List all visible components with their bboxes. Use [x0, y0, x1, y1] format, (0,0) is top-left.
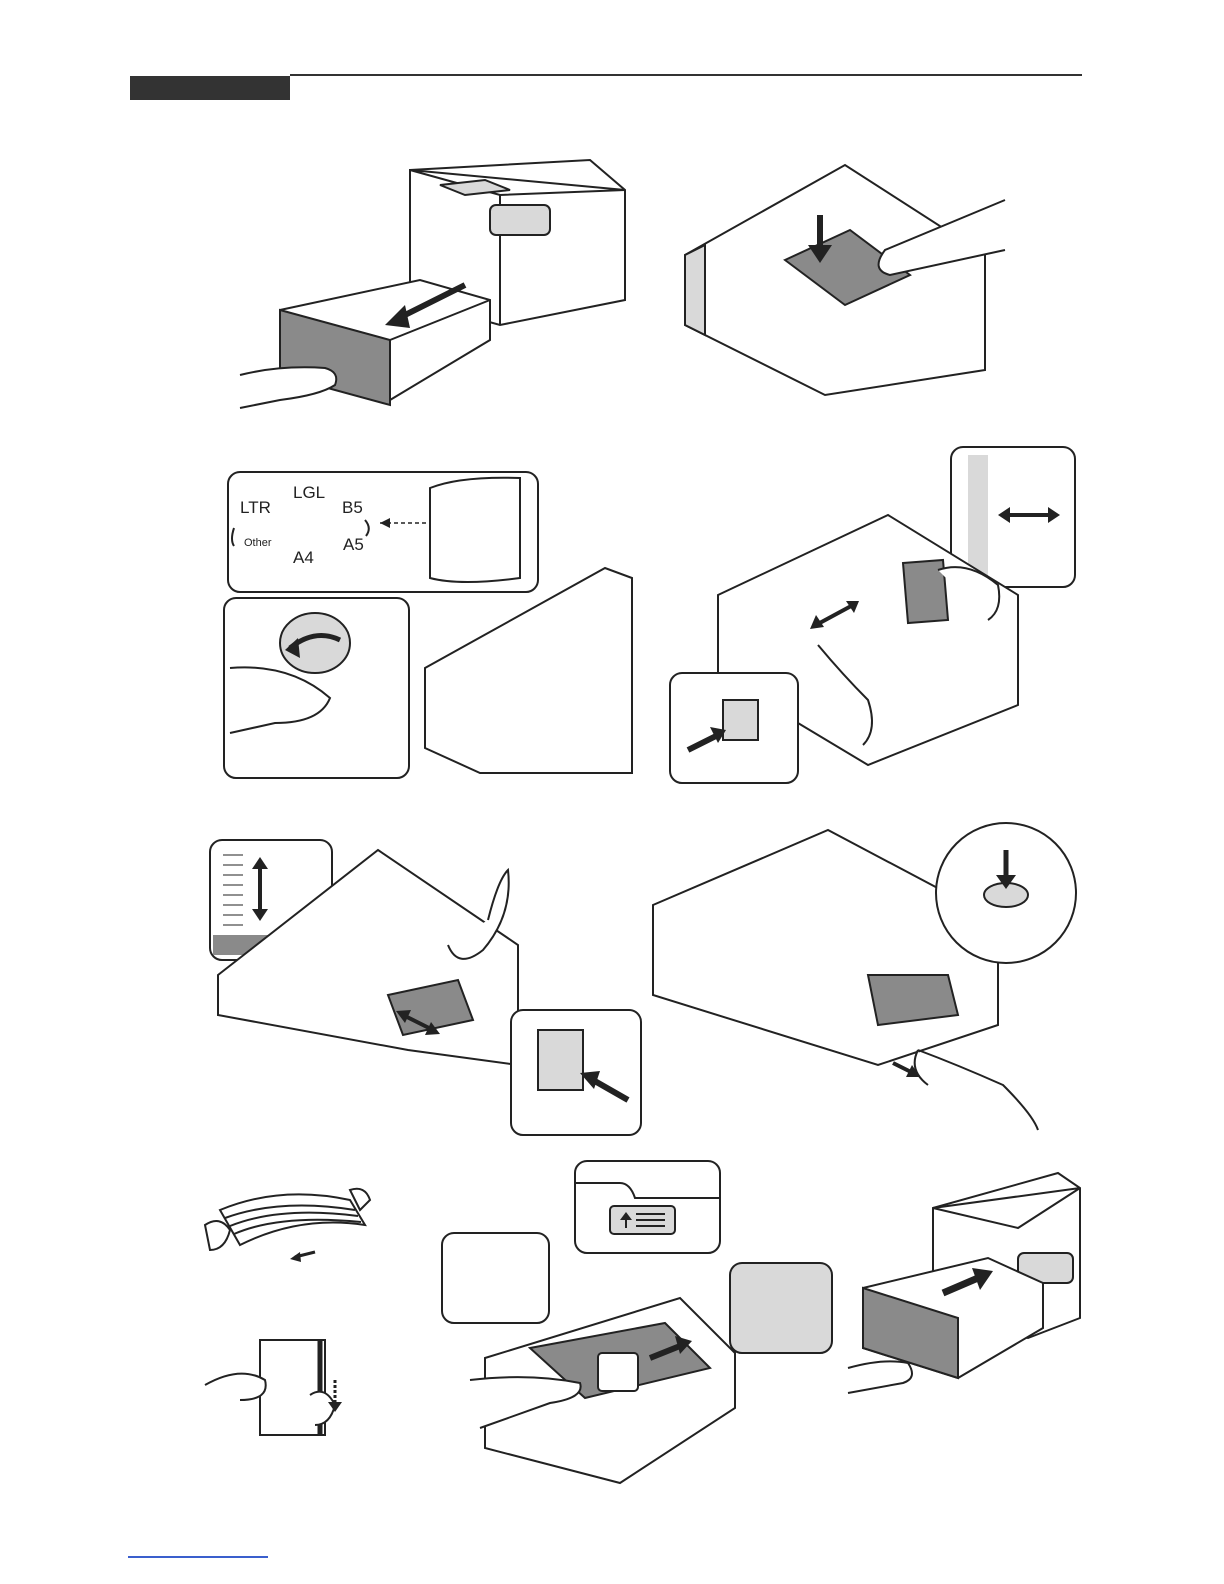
left-arrow-icon	[290, 1252, 315, 1262]
cassette-body	[425, 568, 632, 773]
dial-label-a5: A5	[343, 535, 364, 554]
control-panel	[490, 205, 550, 235]
illustration-size-dial: LTR LGL B5 Other A4 A5	[220, 468, 640, 783]
illustration-insert-cassette	[848, 1168, 1080, 1438]
paper-cassette	[863, 1258, 1043, 1378]
dial-knob	[280, 613, 350, 673]
dial-label-ltr: LTR	[240, 498, 271, 517]
illustration-pull-cassette	[240, 150, 640, 420]
dial-label-b5: B5	[342, 498, 363, 517]
hook-callout	[730, 1263, 832, 1353]
illustration-cassette-lock	[648, 825, 1083, 1135]
paper-orientation-icon	[598, 1353, 638, 1391]
illustration-length-guide	[208, 835, 648, 1140]
illustration-load-paper	[440, 1158, 840, 1488]
dial-label-lgl: LGL	[293, 483, 325, 502]
dial-label-a4: A4	[293, 548, 314, 567]
guide-callout	[442, 1233, 549, 1323]
hand-icon	[205, 1374, 266, 1400]
hand-icon	[915, 1050, 1038, 1130]
dial-label-other: Other	[244, 537, 272, 549]
length-guide	[868, 975, 958, 1025]
hand-icon	[205, 1221, 230, 1250]
illustration-width-guides	[668, 445, 1078, 785]
footer-link-underline	[128, 1556, 268, 1558]
illustration-press-plate	[675, 155, 1075, 400]
hand-icon	[848, 1361, 912, 1393]
header-rule	[290, 74, 1082, 76]
up-arrow-icon	[620, 1212, 665, 1228]
hand-icon	[240, 367, 336, 408]
section-header-bar	[130, 76, 290, 100]
illustration-fan-paper	[200, 1180, 380, 1450]
